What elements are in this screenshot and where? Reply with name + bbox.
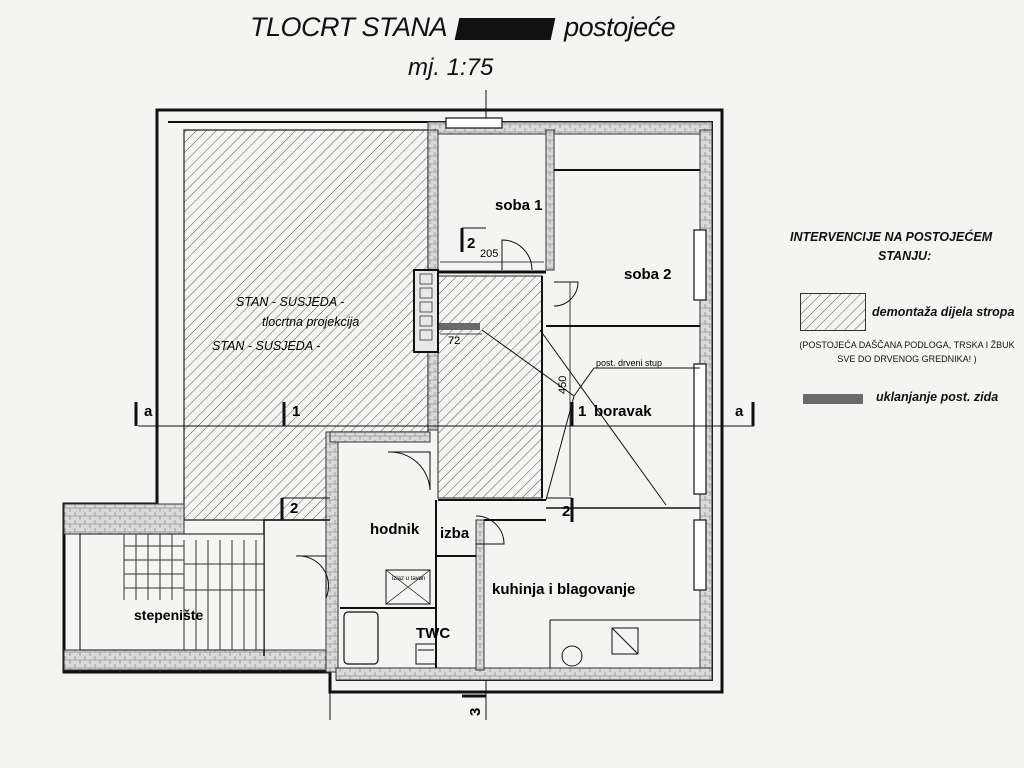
door-izba [475, 515, 505, 545]
legend-hatch-label: demontaža dijela stropa [872, 305, 1015, 319]
legend-hatch-note: (POSTOJEĆA DAŠČANA PODLOGA, TRSKA I ŽBUK… [787, 338, 1024, 366]
section-2-top: 2 [467, 235, 475, 252]
section-a-right: a [735, 403, 744, 420]
plan-title: TLOCRT STANA postojeće [250, 12, 676, 43]
door-stairs [295, 555, 330, 599]
removed-wall [438, 323, 480, 330]
label-tlocrtna-projekcija: tlocrtna projekcija [262, 315, 359, 329]
stair-treads [123, 534, 264, 650]
section-2-right: 2 [562, 503, 570, 520]
section-2-left: 2 [290, 500, 298, 517]
label-stepeniste: stepenište [134, 607, 203, 623]
label-kuhinja: kuhinja i blagovanje [492, 581, 635, 598]
label-soba1: soba 1 [495, 197, 543, 214]
door-soba1 [501, 239, 533, 271]
label-stan-susjeda-1: STAN - SUSJEDA - [236, 295, 344, 309]
legend-wall-swatch [803, 394, 863, 404]
wall-hallway-top [329, 431, 431, 443]
legend-title-line1: INTERVENCIJE NA POSTOJEĆEM [790, 230, 993, 244]
title-prefix: TLOCRT STANA [250, 12, 447, 42]
wall-bottom [335, 667, 713, 681]
label-hodnik: hodnik [370, 521, 420, 538]
wall-hallway-left [325, 431, 339, 673]
window-kitchen [693, 519, 707, 591]
label-post-stup: post. drveni stup [596, 358, 662, 368]
wall-soba1-right [545, 129, 555, 271]
kitchen-unit [611, 627, 639, 655]
wall-kitchen-left [475, 519, 485, 671]
kitchen-sink [561, 645, 583, 667]
legend-wall-label: uklanjanje post. zida [876, 390, 999, 404]
label-izba: izba [440, 525, 470, 542]
door-hodnik [387, 451, 431, 491]
label-twc: TWC [416, 625, 450, 642]
dim-205: 205 [480, 248, 498, 260]
dim-72: 72 [448, 335, 460, 347]
label-soba2: soba 2 [624, 266, 672, 283]
section-a-left: a [144, 403, 153, 420]
label-stan-susjeda-2: STAN - SUSJEDA - [212, 339, 320, 353]
window-boravak [693, 363, 707, 495]
wall-stair-bottom [63, 649, 331, 671]
plan-scale: mj. 1:75 [408, 54, 494, 81]
legend-note-line1: (POSTOJEĆA DAŠČANA PODLOGA, TRSKA I ŽBUK [799, 340, 1015, 350]
section-3: 3 [467, 708, 484, 716]
bathtub [343, 611, 379, 665]
title-suffix: postojeće [564, 12, 676, 42]
dim-450: 450 [557, 376, 569, 394]
label-boravak: boravak [594, 403, 652, 420]
window-soba2 [693, 229, 707, 301]
legend-note-line2: SVE DO DRVENOG GREDNIKA! ) [837, 354, 977, 364]
legend-title-line2: STANJU: [878, 249, 932, 263]
window-top [445, 117, 503, 129]
door-boravak [553, 281, 579, 307]
section-1-right: 1 [578, 403, 586, 420]
legend-hatch-swatch [800, 293, 866, 331]
section-1-left: 1 [292, 403, 300, 420]
label-izlaz-u-tavan: izlaz u tavan [392, 576, 425, 582]
ceiling-removal-area [437, 275, 543, 499]
legend-title: INTERVENCIJE NA POSTOJEĆEM STANJU: [790, 228, 1024, 266]
wall-left-staircase [63, 503, 185, 535]
